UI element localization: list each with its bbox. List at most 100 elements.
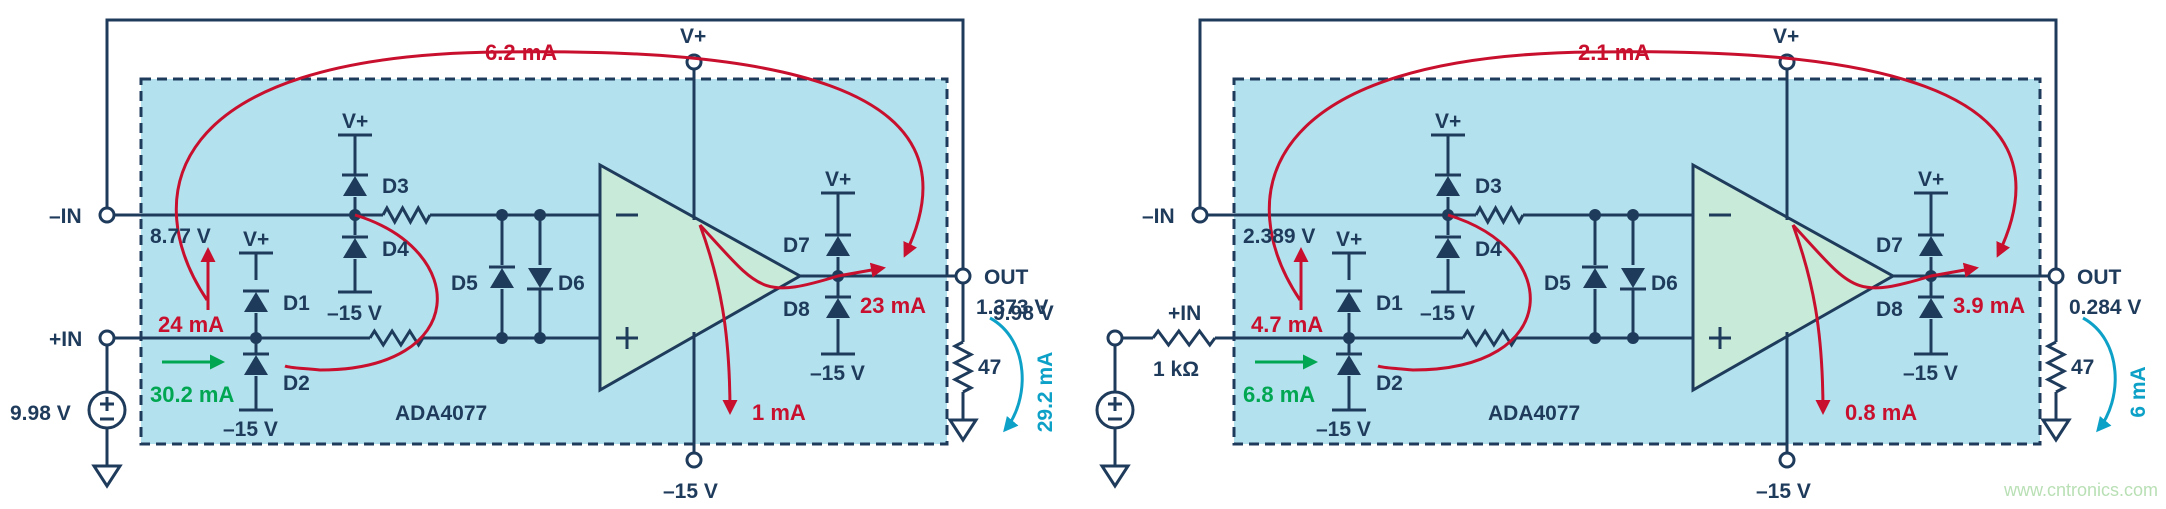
label-load-resistor: 47 [978,356,1001,379]
diode-d1 [244,292,268,312]
label-input-current: 30.2 mA [150,382,234,407]
label-output-current: 3.9 mA [1953,293,2025,318]
label-d2: D2 [283,372,310,395]
label-d2: D2 [1376,372,1403,395]
diode-d4 [343,238,367,258]
label-d1-vplus: V+ [243,228,269,251]
load-current-arrow [2082,316,2117,433]
label-d5: D5 [1544,272,1571,295]
label-chip-name: ADA4077 [1488,402,1580,425]
load-resistor [951,340,975,394]
terminal-pin [98,206,116,224]
terminal-pin [1106,329,1124,347]
label-d4: D4 [382,238,409,261]
load-resistor [2044,340,2068,394]
label-feedback-current: 2.1 mA [1578,40,1650,65]
diode-d7 [1919,236,1943,256]
label-d8-vminus: –15 V [1903,362,1958,385]
label-supply-vminus: –15 V [663,480,718,503]
label-d8-vminus: –15 V [810,362,865,385]
label-d6: D6 [558,272,585,295]
diode-d7 [826,236,850,256]
label-d7-vplus: V+ [825,168,851,191]
label-out: OUT [2077,266,2122,289]
label-out-voltage: 1.373 V [976,296,1048,319]
label-d7: D7 [1876,234,1903,257]
label-load-resistor: 47 [2071,356,2094,379]
label-supply-current: 1 mA [752,400,806,425]
diode-d3 [1436,176,1460,196]
label-d2-vminus: –15 V [1316,418,1371,441]
diode-d4 [1436,238,1460,258]
terminal-pin [1191,206,1209,224]
label-d3: D3 [1475,175,1502,198]
load-current-arrow [989,316,1024,433]
label-d8: D8 [783,298,810,321]
label-minus-in: –IN [1142,205,1175,228]
label-output-current: 23 mA [860,293,926,318]
label-supply-current: 0.8 mA [1845,400,1917,425]
label-d1-current: 4.7 mA [1251,312,1323,337]
chip-boundary [1232,77,2042,446]
ground-symbol [947,418,979,443]
diode-d5 [490,268,514,288]
label-d3: D3 [382,175,409,198]
minus-series-resistor [1474,204,1525,226]
feedback-wire [105,18,965,276]
diode-d8 [826,298,850,318]
label-d7-vplus: V+ [1918,168,1944,191]
input-current-loop [1377,213,1532,372]
terminal-pin [954,267,972,285]
label-input-resistor: 1 kΩ [1153,358,1199,381]
minus-series-resistor [381,204,432,226]
label-load-current: 6 mA [2127,366,2150,417]
label-supply-vplus: V+ [1773,25,1799,48]
terminal-pin [1778,451,1796,469]
terminal-pin [98,329,116,347]
label-input-current: 6.8 mA [1243,382,1315,407]
label-d3-vplus: V+ [342,110,368,133]
opamp-triangle [598,162,804,393]
label-d2-vminus: –15 V [223,418,278,441]
input-current-loop [284,213,439,372]
label-d1: D1 [283,292,310,315]
terminal-pin [2047,267,2065,285]
terminal-pin [685,451,703,469]
diode-d6 [528,268,552,288]
label-supply-vplus: V+ [680,25,706,48]
opamp-triangle [1691,162,1897,393]
label-d1-current: 24 mA [158,312,224,337]
ground-symbol [2040,418,2072,443]
label-d5: D5 [451,272,478,295]
label-d6: D6 [1651,272,1678,295]
output-current-path [1791,223,1979,290]
diode-d5 [1583,268,1607,288]
label-d4: D4 [1475,238,1502,261]
chip-boundary [139,77,949,446]
label-out: OUT [984,266,1029,289]
supply-current-path [1791,224,1831,415]
label-minus-in: –IN [49,205,82,228]
label-d4-vminus: –15 V [327,302,382,325]
label-source-voltage: 9.98 V [993,302,1054,325]
diode-d1 [1337,292,1361,312]
feedback-current-path [1267,50,2018,301]
diode-d6 [1621,268,1645,288]
label-feedback-current: 6.2 mA [485,40,557,65]
diode-d8 [1919,298,1943,318]
watermark: www.cntronics.com [2003,480,2158,500]
label-d1: D1 [1376,292,1403,315]
diode-d2 [1337,355,1361,375]
diode-d2 [244,355,268,375]
feedback-current-path [174,50,925,301]
ground-symbol [91,464,123,489]
label-d3-vplus: V+ [1435,110,1461,133]
input-resistor [1151,328,1217,348]
label-d1-vplus: V+ [1336,228,1362,251]
label-supply-vminus: –15 V [1756,480,1811,503]
label-source-voltage: 9.98 V [10,402,71,425]
label-load-current: 29.2 mA [1034,352,1057,433]
